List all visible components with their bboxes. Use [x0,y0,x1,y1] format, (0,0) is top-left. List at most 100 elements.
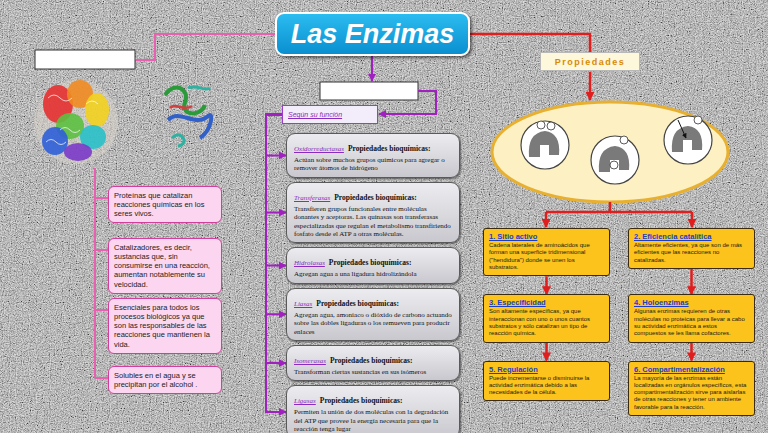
class-box: Oxidorreductasas Propiedades bioquímicas:… [286,133,460,178]
substrate [547,122,555,130]
enzyme-shape [529,131,559,157]
connector [545,343,548,361]
image-backdrop [34,80,118,164]
icon-circle [521,121,569,169]
property-text: Algunas enzimas requieren de otras moléc… [634,308,749,337]
connector [266,115,286,213]
ribbon [170,106,192,108]
property-text: Agregan agua, amoniaco o dióxido de carb… [294,311,452,336]
enzyme-oval [492,102,728,202]
definition-text: Solubles en el agua y se precipitan por … [114,371,216,389]
class-name: Isomerasas [294,357,326,365]
property-heading: Propiedades bioquímicas: [334,193,417,202]
property-box: 1. Sitio activoCadena laterales de amino… [483,228,610,276]
red-link [589,72,592,100]
icon-circle [664,116,712,164]
ribbon-illustration [165,87,211,146]
pink-trunk [94,168,96,378]
protein-domain [85,93,109,127]
icon-arrow [678,120,686,138]
title-text: Las Enzimas [291,19,455,50]
pink-branch [95,309,108,311]
property-text: Cadena laterales de aminoácidos que form… [489,242,604,271]
substrate [537,121,545,129]
class-name: Oxidorreductasas [294,145,344,153]
connector [266,115,286,364]
purple-link [379,91,436,114]
class-box: Hidrolasas Propiedades bioquímicas: Agrega… [286,247,460,283]
red-link [691,212,694,227]
empty-box [35,50,135,69]
pink-branch [95,249,108,251]
definition-text: Proteínas que catalizan reacciones quími… [114,191,216,218]
connector [266,115,286,315]
class-name: Transferasas [294,194,330,202]
property-heading: Propiedades bioquímicas: [330,356,413,365]
category-label: Según su función [288,111,342,118]
property-box: 3. EspecificidadSon altamente específica… [483,294,610,342]
property-text: Altamente eficientes, ya que son de más … [634,242,749,264]
property-text: Agregan agua a una ligadura hidrolizándo… [294,270,452,278]
pink-branch [95,377,108,379]
class-name: Ligasas [294,397,316,405]
property-text: Transforman ciertas sustancias en sus is… [294,368,452,376]
property-text: Son altamente específicas, ya que intera… [489,308,604,337]
red-link [546,211,692,214]
property-heading: 4. Holoenzimas [634,298,749,307]
property-heading: 1. Sitio activo [489,232,604,241]
category-box: Propiedades [540,52,640,71]
substrate [620,136,628,144]
empty-box [320,82,418,100]
property-heading: 6. Compartimentalización [634,365,749,374]
property-heading: Propiedades bioquímicas: [329,258,412,267]
substrate [610,161,618,169]
pink-branch [95,197,108,199]
enzyme-shape [672,126,702,152]
definition-box: Esenciales para todos los procesos bioló… [108,298,222,354]
property-heading: Propiedades bioquímicas: [320,396,403,405]
property-box: 5. RegulaciónPuede incrementarse o dismi… [483,361,610,402]
definition-text: Catalizadores, es decir, sustancias que,… [114,243,216,289]
definition-box: Catalizadores, es decir, sustancias que,… [108,238,222,294]
category-label: Propiedades [555,57,626,67]
ribbon [172,87,210,146]
class-box: LigasasPropiedades bioquímicas:Permiten … [286,385,460,433]
connector [470,34,590,52]
enzyme-icon [664,116,712,164]
property-heading: 5. Regulación [489,365,604,374]
enzyme-shape [599,146,629,172]
class-name: Hidrolasas [294,259,325,267]
definition-text: Esenciales para todos los procesos bioló… [114,303,216,349]
definition-box: Proteínas que catalizan reacciones quími… [108,186,222,223]
property-box: 6. CompartimentalizaciónLa mayoría de la… [628,361,755,417]
red-link [609,202,612,212]
connector [690,343,693,361]
class-box: Isomerasas Propiedades bioquímicas: Transf… [286,345,460,381]
connector [545,276,548,294]
property-text: Puede incrementarse o disminuirse la act… [489,375,604,397]
class-box: LiasasPropiedades bioquímicas:Agregan ag… [286,288,460,341]
property-heading: 2. Eficiencia catalítica [634,232,749,241]
connector [266,115,286,266]
ribbon [165,87,205,113]
enzyme-icon [591,136,639,184]
title-box: Las Enzimas [275,12,470,56]
purple-link [371,56,373,81]
category-box: Según su función [282,105,378,124]
property-text: Transfieren grupos funcionales entre mol… [294,205,452,239]
property-box: 4. HoloenzimasAlgunas enzimas requieren … [628,294,755,342]
property-heading: Propiedades bioquímicas: [348,144,431,153]
class-name: Liasas [294,300,312,308]
protein-illustration [34,80,118,164]
property-box: 2. Eficiencia catalíticaAltamente eficie… [628,228,755,269]
connector [266,115,286,412]
red-link [545,212,548,227]
protein-domain [64,143,92,161]
definition-box: Solubles en el agua y se precipitan por … [108,366,222,394]
property-text: La mayoría de las enzimas están localiza… [634,375,749,412]
pink-link [136,34,275,60]
product [694,116,702,124]
